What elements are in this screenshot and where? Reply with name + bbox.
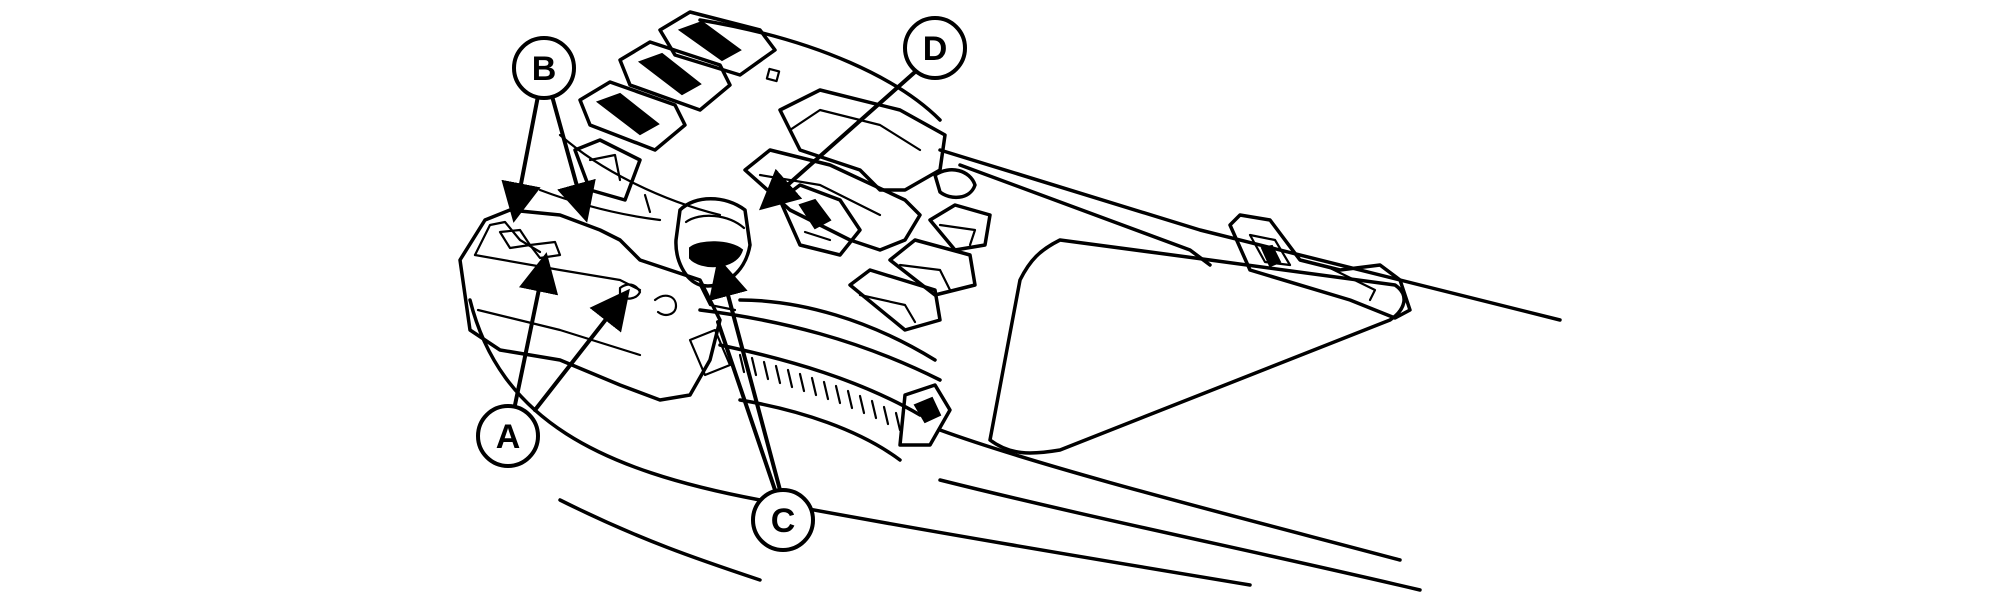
console-right-rail-top [938,148,1562,322]
leader-lines [501,70,917,492]
right-module-top-face [938,223,977,247]
right-module-top [928,203,992,252]
leader-c-1 [708,257,782,492]
switch-2-rocker [637,52,702,96]
callout-c-label: C [771,502,796,540]
right-module-low [848,268,942,332]
leader-b-1 [501,94,541,223]
console-right-rail-bottom [938,478,1422,592]
armrest-panel [988,238,1406,455]
callout-a: A [476,404,540,468]
arc-track-end-cap [898,383,952,447]
switch-4-detail [588,153,622,182]
front-block-lip [473,253,642,292]
center-upper-housing-face [788,108,922,152]
small-mark [643,193,652,214]
small-indicator [765,67,781,83]
rear-bump [933,168,977,200]
console-illustration [458,10,1562,592]
arc-track-inner [718,343,922,417]
arc-track-outer [698,308,942,382]
arc-track-end-wedge [913,396,942,424]
rear-switch-detail [1248,233,1292,267]
leader-b-2 [550,94,596,223]
switch-2 [618,40,732,112]
front-curl [653,294,678,316]
switch-3 [578,80,687,152]
console-top-sweep [698,18,942,122]
leader-a-1 [513,252,559,407]
switch-panel-edge [558,133,722,217]
console-right-rail-upper [958,163,1212,267]
callout-a-label: A [496,418,521,456]
switch-1 [658,10,777,77]
dial-d [778,183,862,257]
arc-track-left-wedge [688,328,732,377]
leader-a-2 [533,288,630,412]
right-module-low-face [858,293,917,324]
switch-3-rocker [595,92,660,136]
joystick-c [674,197,752,312]
arc-track-teeth [738,353,902,432]
arc-track-lower-edge [738,398,902,462]
rear-switch-housing [1228,213,1412,320]
switch-1-rocker [677,20,742,62]
callout-c: C [751,488,815,552]
center-upper-housing [778,88,947,192]
tab-right [528,240,562,260]
arc-track-top [738,298,937,362]
callout-b: B [512,36,576,100]
callout-d-label: D [923,30,948,68]
console-right-rail-lower [938,428,1402,562]
callout-b-label: B [532,50,557,88]
front-block-outline [458,208,722,402]
leader-d [759,70,917,211]
rear-switch-slope [1328,266,1377,302]
switch-column [538,10,781,222]
switch-panel-edge-2 [538,188,662,222]
callout-d: D [903,16,967,80]
rear-switch-knob [1260,244,1282,268]
front-block-face [473,220,542,257]
front-block-lower-lip [476,308,642,357]
console-outer-bottom-line [558,498,762,582]
right-module-mid-face [898,263,952,292]
leader-c-2 [716,320,777,492]
